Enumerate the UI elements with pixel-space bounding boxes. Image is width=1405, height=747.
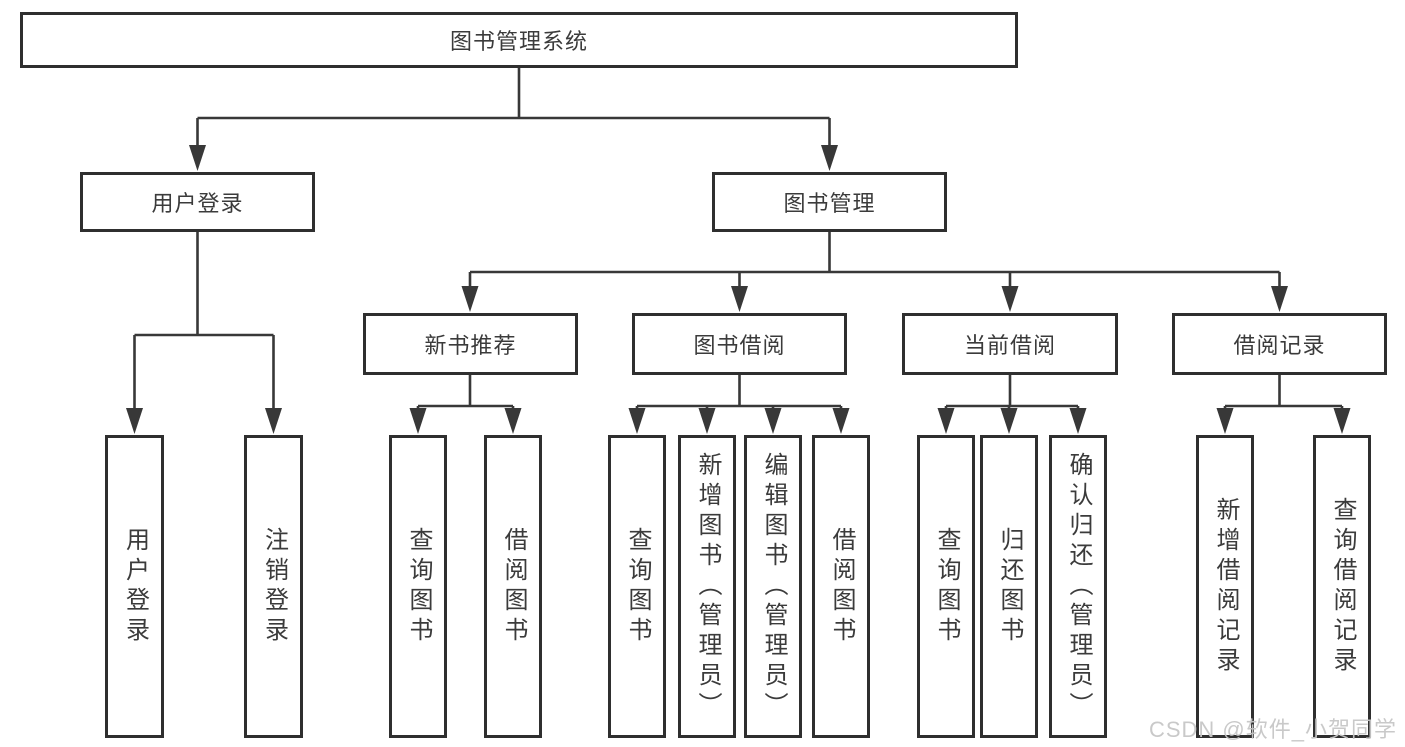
leaf-label: 新增借阅记录 [1212,496,1239,677]
node-label: 图书借阅 [693,333,786,358]
node-label: 新书推荐 [424,333,517,358]
leaf-return-books: 归还图书 [980,435,1038,738]
leaf-query-books-borrow: 查询图书 [608,435,666,738]
node-label: 借阅记录 [1233,333,1326,358]
leaf-query-books-recommend: 查询图书 [389,435,447,738]
leaf-label: 借阅图书 [500,526,527,647]
leaf-logout: 注销登录 [244,435,303,738]
leaf-add-borrow-record: 新增借阅记录 [1196,435,1254,738]
leaf-query-books-current: 查询图书 [917,435,975,738]
leaf-label: 归还图书 [996,526,1023,647]
leaf-user-login: 用户登录 [105,435,164,738]
leaf-label: 查询图书 [933,526,960,647]
leaf-confirm-return-admin: 确认归还（管理员） [1049,435,1107,738]
node-label: 当前借阅 [963,333,1056,358]
leaf-add-books-admin: 新增图书（管理员） [678,435,736,738]
node-current-borrow: 当前借阅 [902,313,1118,375]
leaf-label: 查询借阅记录 [1329,496,1356,677]
leaf-query-borrow-record: 查询借阅记录 [1313,435,1371,738]
leaf-borrow-books: 借阅图书 [812,435,870,738]
node-user-login: 用户登录 [80,172,315,232]
node-label: 用户登录 [151,191,244,216]
leaf-label: 新增图书（管理员） [694,451,721,722]
leaf-label: 查询图书 [405,526,432,647]
node-book-borrow: 图书借阅 [632,313,847,375]
node-book-management: 图书管理 [712,172,947,232]
leaf-label: 借阅图书 [828,526,855,647]
leaf-edit-books-admin: 编辑图书（管理员） [744,435,802,738]
node-label: 图书管理 [783,191,876,216]
leaf-label: 编辑图书（管理员） [760,451,787,722]
leaf-label: 注销登录 [260,526,288,647]
node-borrow-records: 借阅记录 [1172,313,1387,375]
leaf-label: 确认归还（管理员） [1065,451,1092,722]
node-label: 图书管理系统 [449,29,588,54]
leaf-label: 查询图书 [624,526,651,647]
leaf-borrow-books-recommend: 借阅图书 [484,435,542,738]
node-root-system: 图书管理系统 [20,12,1018,68]
leaf-label: 用户登录 [121,526,149,647]
node-new-book-recommend: 新书推荐 [363,313,578,375]
watermark: CSDN @软件_小贺同学 [1148,717,1397,742]
